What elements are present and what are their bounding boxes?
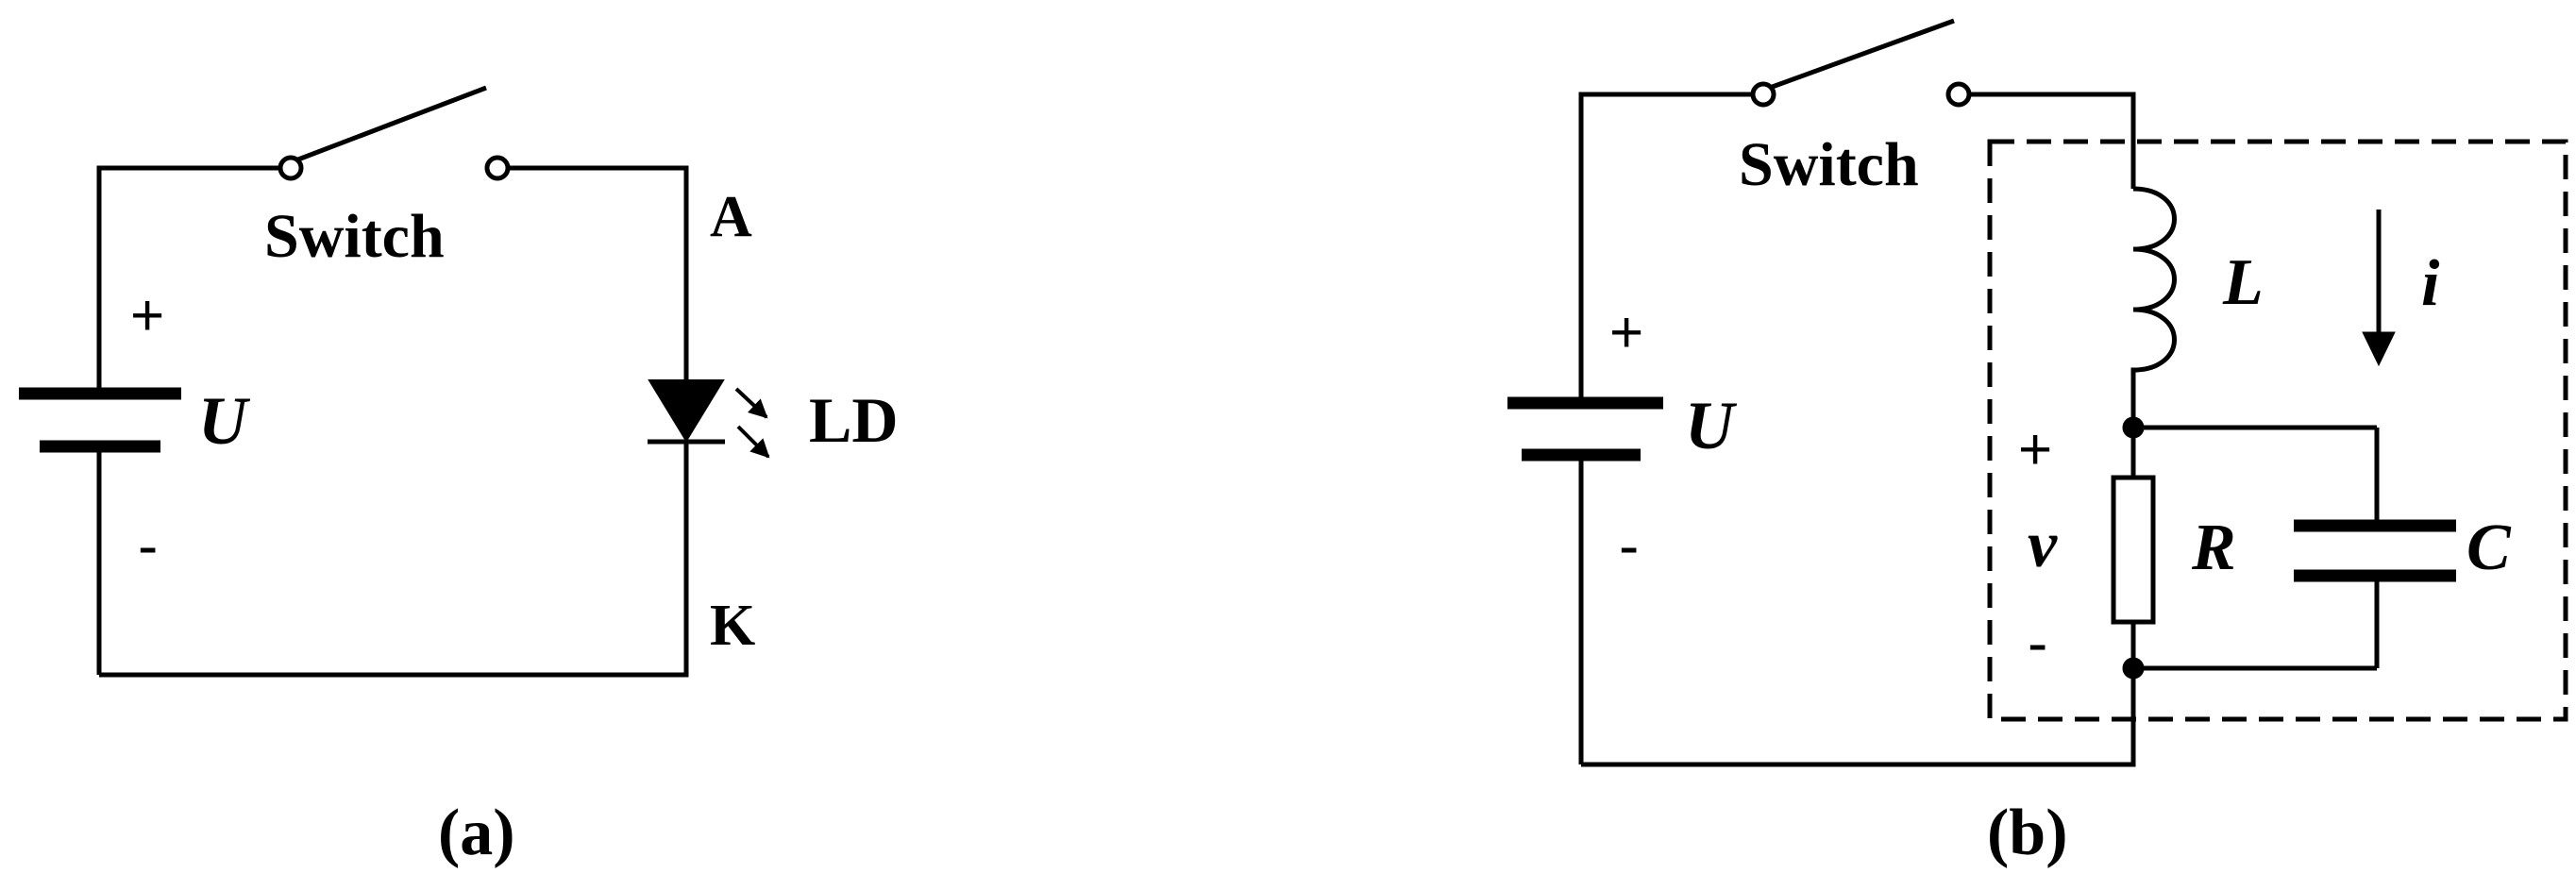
- emission-arrow-1: [734, 387, 768, 419]
- switch-b-lever: [1766, 18, 1955, 92]
- circuit-b: [1507, 18, 2568, 767]
- anode-a-label: A: [710, 185, 752, 249]
- emission-arrow-2: [736, 425, 770, 459]
- v-plus-sign: +: [2018, 417, 2052, 482]
- plus-b: +: [1609, 300, 1643, 365]
- junction-bottom: [2122, 657, 2145, 680]
- circuit-a: [19, 85, 770, 678]
- wire-a-right-top: [497, 165, 689, 380]
- minus-b: -: [1619, 512, 1639, 579]
- voltage-b-label: U: [1685, 388, 1738, 463]
- inductor-l: [2130, 186, 2177, 428]
- wire-b-right-top: [1963, 92, 2136, 189]
- wire-b-left: [1578, 92, 1763, 403]
- caption-b: (b): [1987, 797, 2068, 869]
- labels-b: Switch + U - L i + v - R C (b): [1609, 130, 2512, 869]
- resistor-r: [2111, 475, 2156, 625]
- cathode-a-label: K: [710, 594, 755, 658]
- labels-a: Switch + U - A K LD (a): [130, 185, 898, 869]
- switch-a-contact-left: [278, 155, 304, 181]
- current-arrowhead: [2362, 331, 2396, 367]
- caption-a: (a): [438, 797, 515, 869]
- switch-b-contact-left: [1750, 81, 1776, 108]
- wire-a-bottom: [99, 442, 689, 678]
- voltage-v-label: v: [2028, 509, 2058, 581]
- diode-ld-triangle: [648, 379, 725, 443]
- minus-a: -: [138, 512, 158, 579]
- switch-b-label: Switch: [1739, 130, 1919, 199]
- wire-b-bottom: [1581, 668, 2136, 767]
- capacitor-label: C: [2467, 512, 2512, 584]
- switch-b-contact-right: [1945, 81, 1972, 108]
- voltage-a-label: U: [198, 383, 251, 459]
- junction-top: [2122, 416, 2145, 439]
- v-minus-sign: -: [2028, 609, 2047, 677]
- dashed-load-box: [1987, 139, 2568, 722]
- current-label: i: [2421, 247, 2440, 320]
- switch-a-contact-right: [484, 155, 511, 181]
- switch-a-lever: [290, 85, 487, 165]
- inductor-label: L: [2222, 246, 2264, 319]
- wire-a-left: [96, 165, 286, 394]
- switch-a-label: Switch: [264, 202, 445, 271]
- diode-a-label: LD: [809, 384, 898, 456]
- resistor-label: R: [2191, 512, 2236, 584]
- plus-a: +: [130, 283, 164, 348]
